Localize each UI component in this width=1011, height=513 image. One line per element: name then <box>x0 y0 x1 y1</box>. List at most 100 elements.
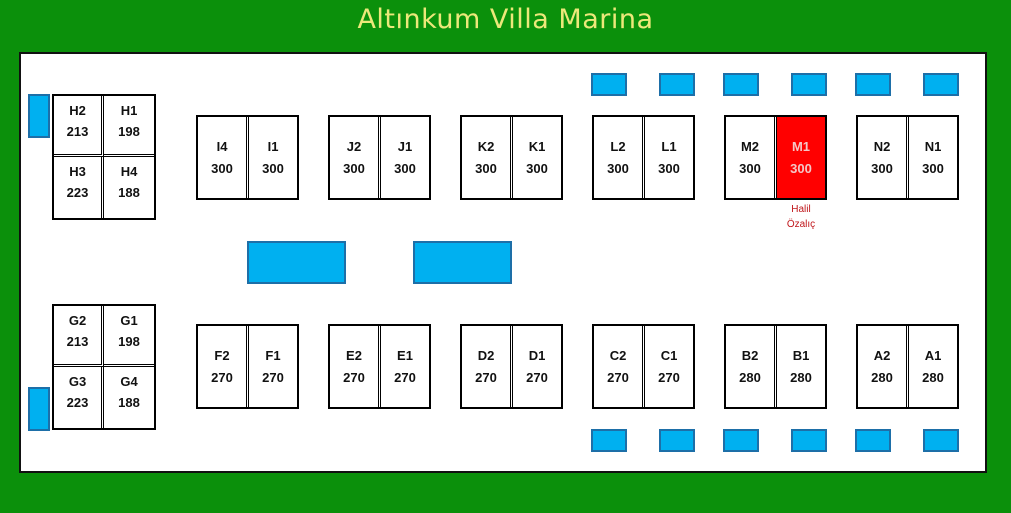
pool <box>28 387 50 431</box>
owner-last-name: Özalıç <box>786 219 816 230</box>
villa-label: E2 <box>346 347 362 363</box>
page-title: Altınkum Villa Marina <box>357 4 654 35</box>
villa-label: G1 <box>120 313 138 328</box>
villa-value: 300 <box>394 160 416 176</box>
villa-label: B1 <box>792 347 810 363</box>
villa-value: 270 <box>475 369 497 385</box>
pool <box>659 429 695 452</box>
owner-label: Halil Özalıç <box>775 202 827 232</box>
villa-label: L1 <box>661 138 677 154</box>
pool <box>923 429 959 452</box>
villa-label: B2 <box>741 347 759 363</box>
pool <box>791 429 827 452</box>
villa-value: 188 <box>118 395 140 410</box>
villa-value: 280 <box>739 369 761 385</box>
villa-value: 270 <box>394 369 416 385</box>
villa-label: M2 <box>740 138 760 154</box>
villa-value: 300 <box>211 160 233 176</box>
villa-value: 280 <box>922 369 944 385</box>
pool <box>723 429 759 452</box>
villa-value: 270 <box>607 369 629 385</box>
villa-value: 300 <box>475 160 497 176</box>
villa-value: 213 <box>66 124 89 139</box>
villa-label: H3 <box>69 164 86 179</box>
villa-label: D1 <box>528 347 546 363</box>
pool <box>28 94 50 138</box>
villa-label: G3 <box>68 374 87 389</box>
villa-label: J2 <box>346 138 362 154</box>
villa-label: I1 <box>267 138 279 154</box>
villa-label: F1 <box>265 347 281 363</box>
villa-label: N2 <box>873 138 891 154</box>
villa-value: 300 <box>262 160 284 176</box>
villa-value: 300 <box>658 160 680 176</box>
villa-value: 280 <box>790 369 812 385</box>
villa-value: 300 <box>607 160 629 176</box>
villa-label: D2 <box>477 347 495 363</box>
villa-label: H1 <box>120 103 138 118</box>
villa-value: 188 <box>118 185 140 200</box>
villa-value: 300 <box>739 160 761 176</box>
pool <box>659 73 695 96</box>
villa-value: 300 <box>343 160 365 176</box>
villa-value: 270 <box>262 369 284 385</box>
villa-value: 270 <box>343 369 365 385</box>
villa-label: G2 <box>68 313 87 328</box>
pool <box>855 429 891 452</box>
pool <box>247 241 346 284</box>
pool <box>855 73 891 96</box>
pool <box>591 73 627 96</box>
villa-value: 300 <box>790 160 812 176</box>
pool <box>723 73 759 96</box>
villa-value: 213 <box>66 334 89 349</box>
villa-value: 198 <box>118 334 140 349</box>
villa-value: 270 <box>526 369 548 385</box>
villa-label: G4 <box>120 374 138 389</box>
villa-label: H4 <box>120 164 138 179</box>
villa-value: 280 <box>871 369 893 385</box>
villa-label: M1 <box>791 138 811 154</box>
